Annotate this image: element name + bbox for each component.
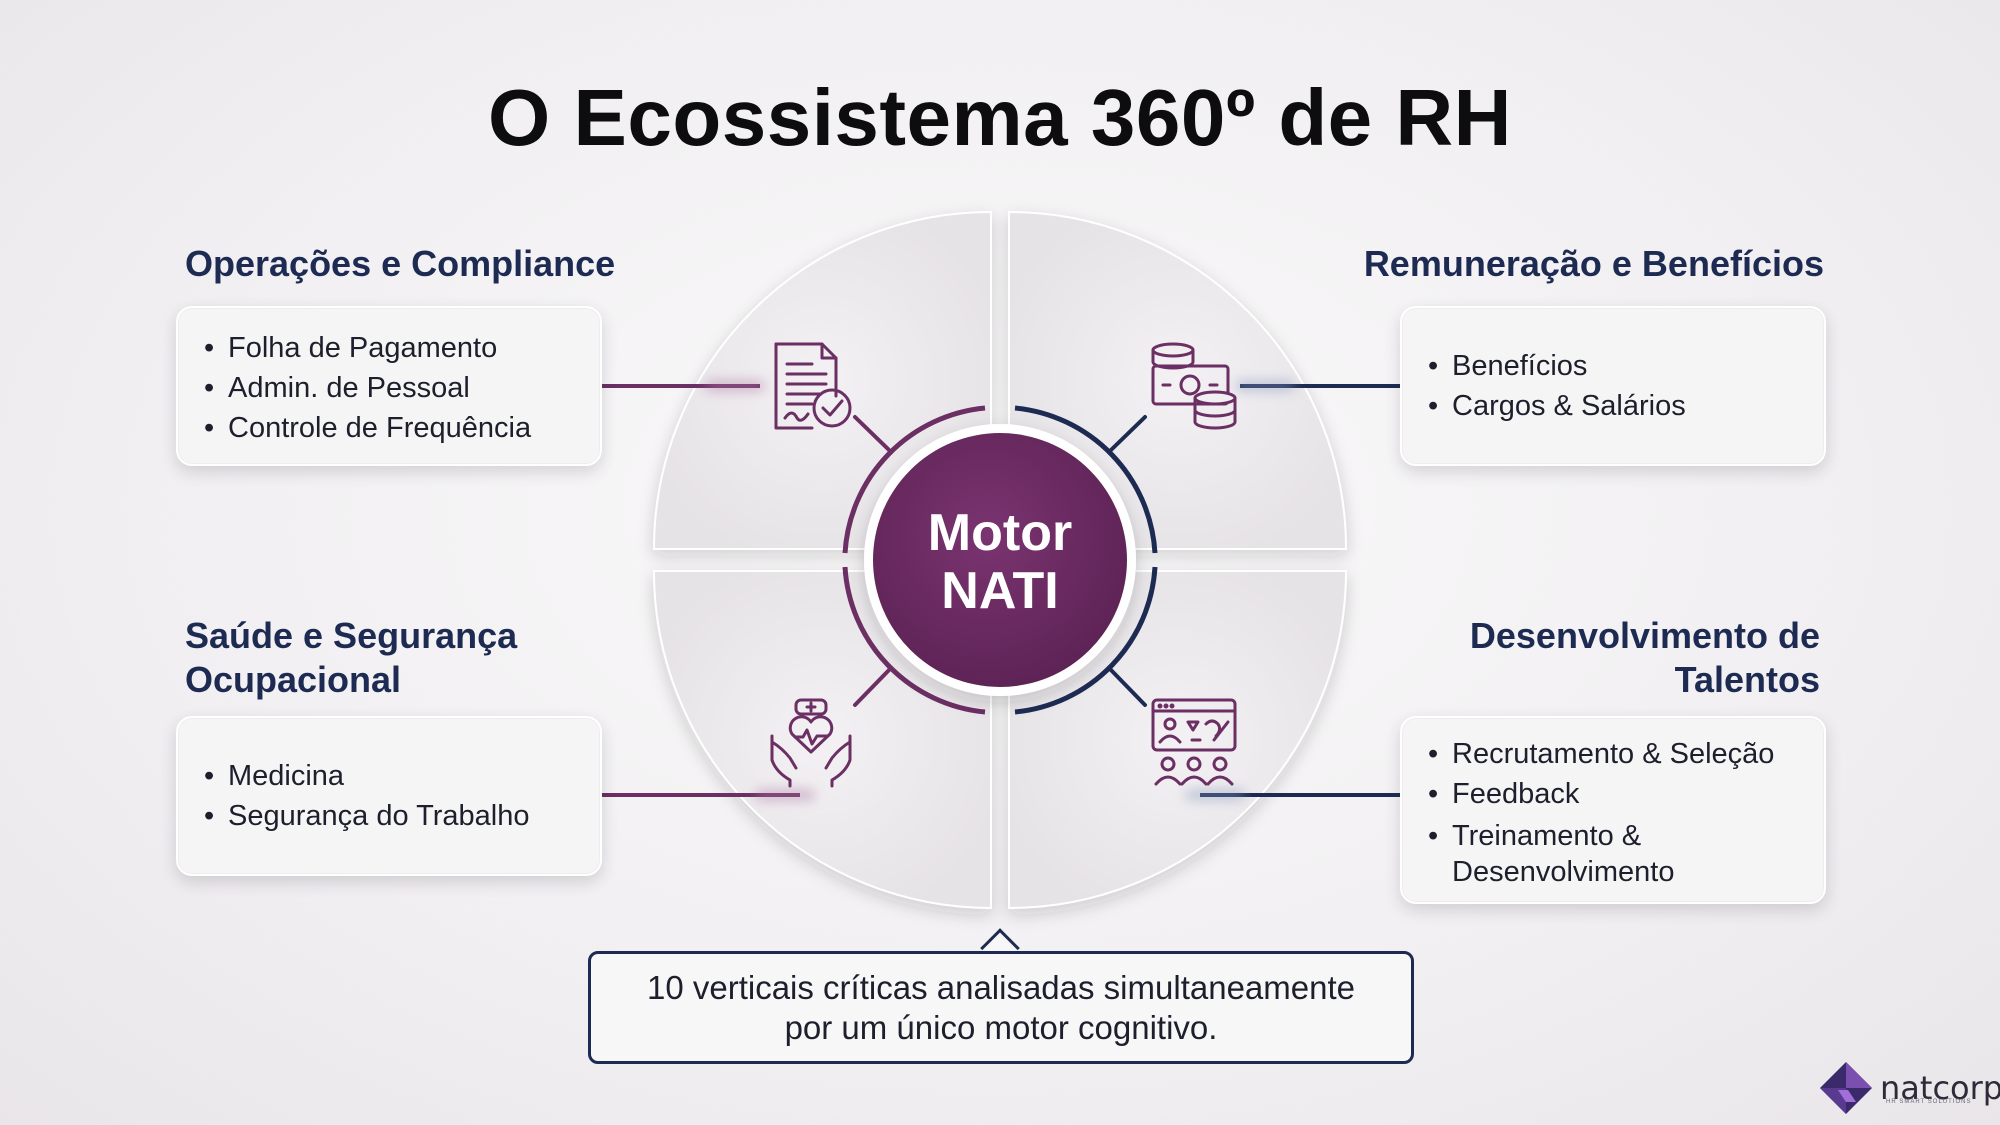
spoke-top-left bbox=[853, 415, 891, 452]
logo-tagline: HR SMART SOLUTIONS bbox=[1886, 1099, 1972, 1105]
money-coins-icon bbox=[1151, 342, 1237, 430]
document-check-icon bbox=[774, 342, 852, 430]
list-remuneracao: Benefícios Cargos & Salários bbox=[1424, 346, 1802, 426]
spokes bbox=[853, 415, 1147, 707]
center-label-line1: Motor bbox=[928, 504, 1072, 562]
training-presentation-icon bbox=[1151, 698, 1237, 786]
ring-arc-bottom-right bbox=[1014, 566, 1158, 715]
section-title-saude: Saúde e Segurança Ocupacional bbox=[185, 615, 518, 700]
inner-ring bbox=[842, 405, 1158, 715]
footer-line-2: por um único motor cognitivo. bbox=[784, 1008, 1218, 1046]
spoke-top-right bbox=[1109, 415, 1147, 452]
ring-arc-bottom-left bbox=[842, 566, 986, 715]
section-title-operacoes: Operações e Compliance bbox=[185, 243, 616, 284]
list-item: Treinamento & Desenvolvimento bbox=[1424, 818, 1802, 890]
footer-line-1: 10 verticais críticas analisadas simulta… bbox=[646, 968, 1355, 1006]
card-operacoes: Folha de Pagamento Admin. de Pessoal Con… bbox=[176, 306, 602, 466]
heart-hands-icon bbox=[770, 698, 852, 788]
list-item: Segurança do Trabalho bbox=[200, 796, 578, 836]
card-saude: Medicina Segurança do Trabalho bbox=[176, 716, 602, 876]
ring-arc-top-right bbox=[1014, 405, 1158, 554]
logo-mark-icon bbox=[1820, 1062, 1872, 1114]
list-item: Recrutamento & Seleção bbox=[1424, 734, 1802, 774]
spoke-bottom-left bbox=[853, 668, 891, 707]
list-item: Medicina bbox=[200, 756, 578, 796]
list-item: Admin. de Pessoal bbox=[200, 368, 578, 408]
section-title-desenvolvimento: Desenvolvimento de Talentos bbox=[1469, 615, 1820, 700]
list-item: Feedback bbox=[1424, 774, 1802, 814]
logo-name: natcorp bbox=[1880, 1069, 2000, 1107]
section-title-remuneracao: Remuneração e Benefícios bbox=[1363, 243, 1824, 284]
natcorp-logo: natcorp HR SMART SOLUTIONS bbox=[1818, 1058, 2000, 1118]
list-item: Controle de Frequência bbox=[200, 408, 578, 448]
list-item: Folha de Pagamento bbox=[200, 328, 578, 368]
footer-callout: 10 verticais críticas analisadas simulta… bbox=[588, 951, 1414, 1064]
spoke-bottom-right bbox=[1109, 668, 1147, 707]
center-node: Motor NATI bbox=[864, 424, 1136, 696]
ring-arc-top-left bbox=[842, 405, 986, 554]
list-item: Cargos & Salários bbox=[1424, 386, 1802, 426]
list-desenvolvimento: Recrutamento & Seleção Feedback Treiname… bbox=[1424, 734, 1802, 890]
card-desenvolvimento: Recrutamento & Seleção Feedback Treiname… bbox=[1400, 716, 1826, 904]
card-remuneracao: Benefícios Cargos & Salários bbox=[1400, 306, 1826, 466]
list-operacoes: Folha de Pagamento Admin. de Pessoal Con… bbox=[200, 328, 578, 448]
connector-glows bbox=[705, 381, 1295, 800]
list-saude: Medicina Segurança do Trabalho bbox=[200, 756, 578, 836]
center-label-line2: NATI bbox=[941, 562, 1058, 620]
list-item: Benefícios bbox=[1424, 346, 1802, 386]
page-title: O Ecossistema 360º de RH bbox=[488, 73, 1512, 162]
